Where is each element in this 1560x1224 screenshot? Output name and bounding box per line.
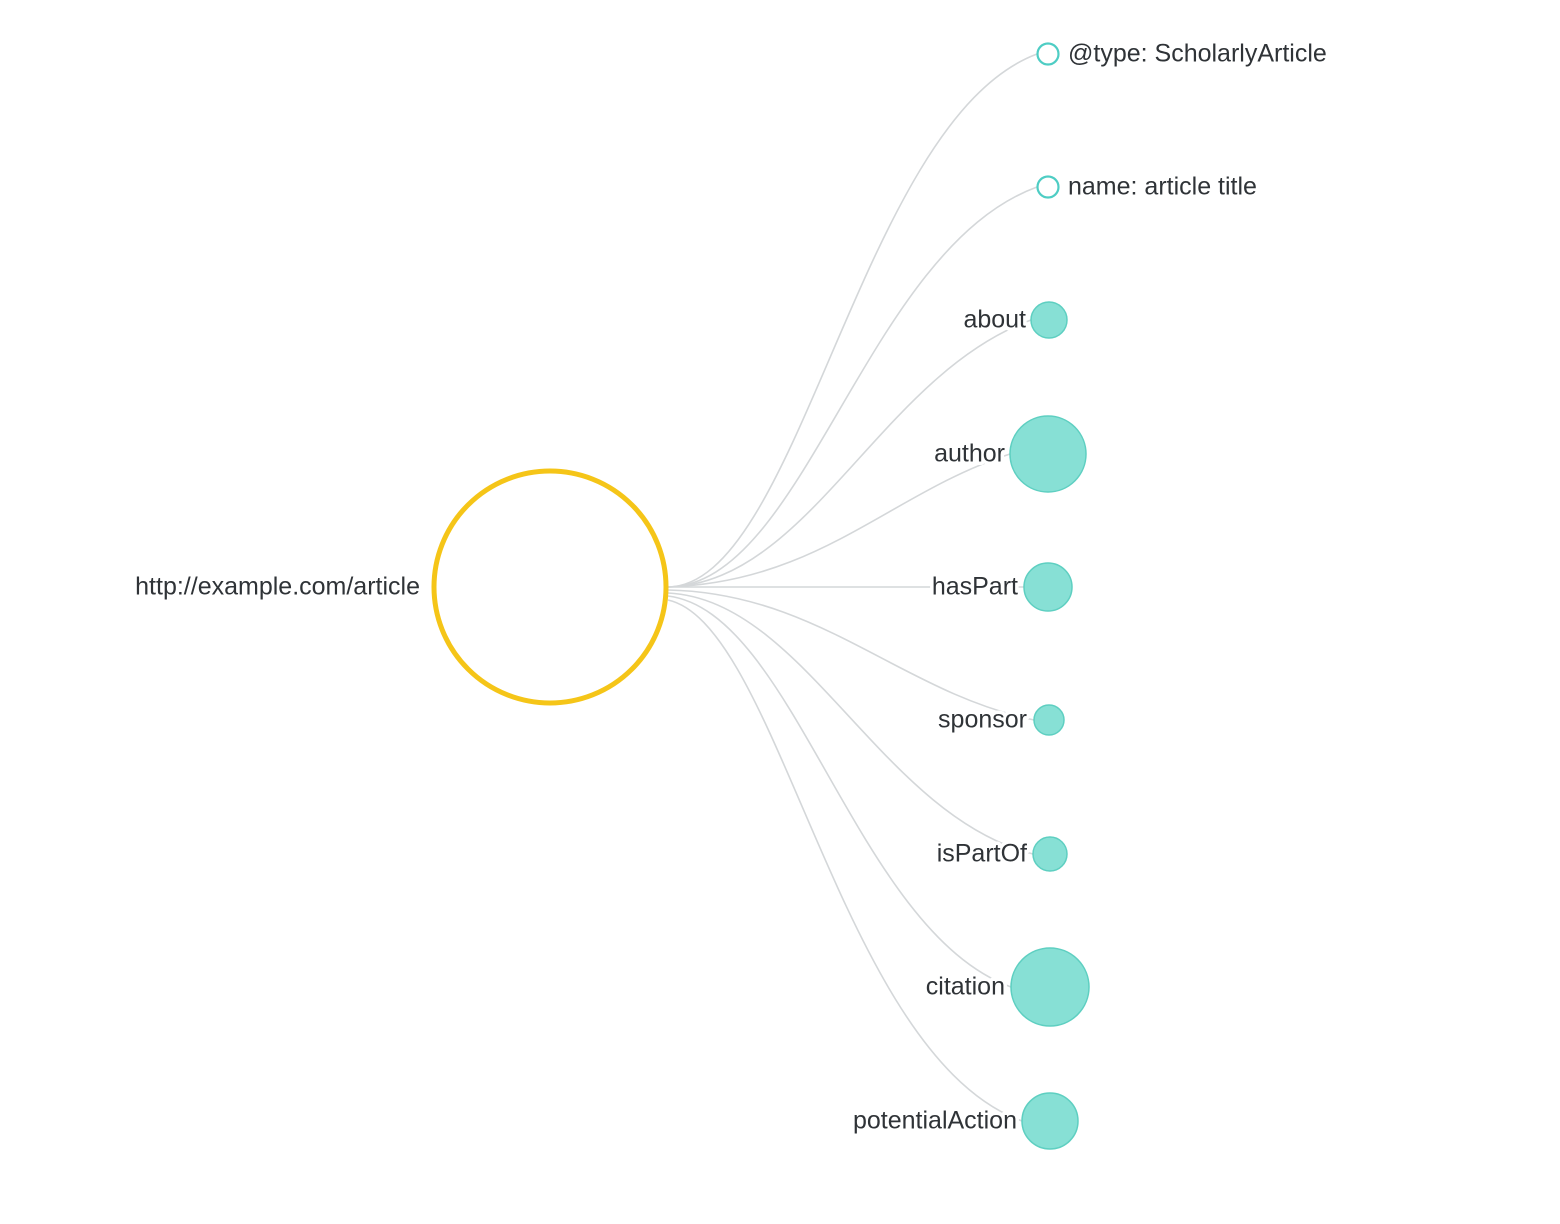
node-label-type-halo: @type: ScholarlyArticle [1068, 40, 1327, 68]
node-label-potentialAction-halo: potentialAction [853, 1107, 1017, 1135]
node-label-about: about [963, 306, 1026, 334]
root-node-circle[interactable] [431, 468, 669, 706]
nodes-layer [431, 42, 1090, 1150]
edge-root-to-isPartOf [667, 592, 1034, 855]
node-circle-citation[interactable] [1010, 947, 1090, 1027]
node-circle-sponsor[interactable] [1033, 704, 1065, 736]
node-circle-about[interactable] [1030, 301, 1068, 339]
node-label-author: author [934, 440, 1005, 468]
node-circle-isPartOf[interactable] [1032, 836, 1068, 872]
node-label-sponsor: sponsor [938, 706, 1027, 734]
node-label-name-halo: name: article title [1068, 173, 1257, 201]
node-label-potentialAction: potentialAction [853, 1107, 1017, 1135]
node-label-citation: citation [926, 973, 1005, 1001]
node-label-hasPart: hasPart [932, 573, 1018, 601]
node-label-isPartOf: isPartOf [937, 840, 1027, 868]
edge-root-to-type [667, 53, 1038, 588]
node-label-sponsor-halo: sponsor [938, 706, 1027, 734]
labels-layer: http://example.com/articlehttp://example… [132, 36, 1331, 1138]
edge-root-to-name [667, 186, 1038, 588]
edge-root-to-about [667, 319, 1032, 588]
edge-root-to-sponsor [667, 589, 1035, 721]
node-circle-author[interactable] [1009, 415, 1087, 493]
node-label-isPartOf-halo: isPartOf [937, 840, 1027, 868]
root-node-label-halo: http://example.com/article [135, 573, 420, 601]
node-circle-type[interactable] [1036, 42, 1060, 66]
node-label-type: @type: ScholarlyArticle [1068, 40, 1327, 68]
node-label-citation-halo: citation [926, 973, 1005, 1001]
node-circle-hasPart[interactable] [1023, 562, 1073, 612]
node-label-author-halo: author [934, 440, 1005, 468]
node-circle-name[interactable] [1036, 175, 1060, 199]
node-label-hasPart-halo: hasPart [932, 573, 1018, 601]
edge-root-to-potentialAction [667, 599, 1023, 1122]
root-node-label: http://example.com/article [135, 573, 420, 601]
node-label-about-halo: about [963, 306, 1026, 334]
node-label-name: name: article title [1068, 173, 1257, 201]
edge-root-to-author [667, 453, 1011, 588]
node-circle-potentialAction[interactable] [1021, 1092, 1079, 1150]
edges-layer [667, 53, 1038, 1122]
edge-root-to-citation [667, 595, 1012, 988]
